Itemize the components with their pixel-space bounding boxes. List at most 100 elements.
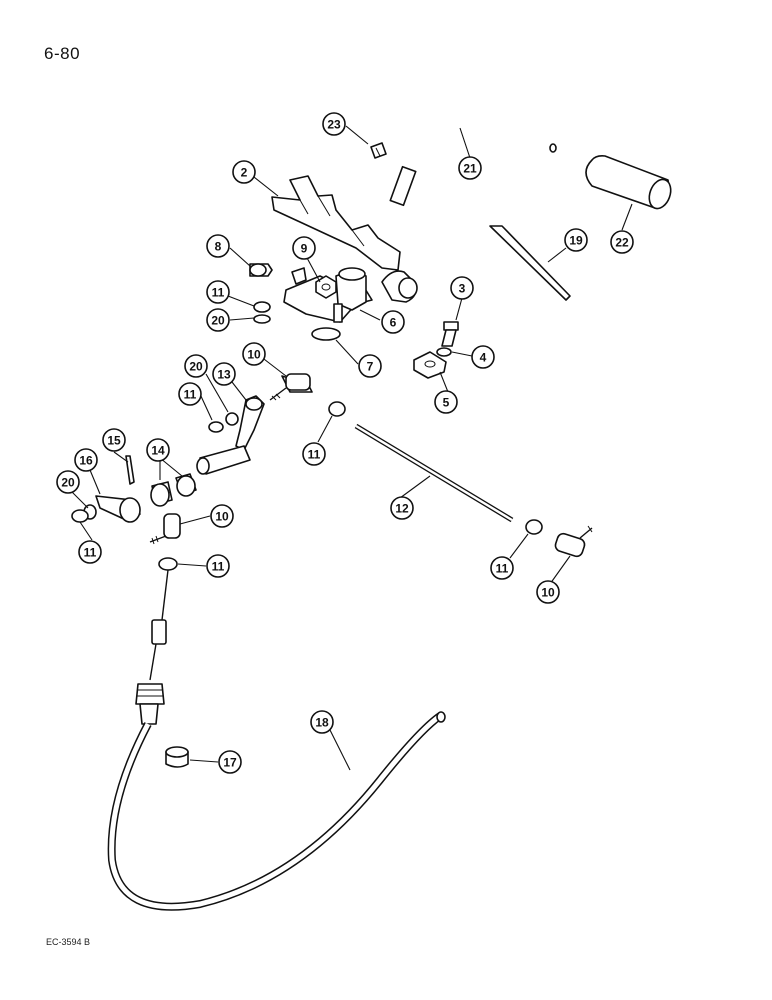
- callout-3: 3: [450, 276, 474, 300]
- callout-label: 17: [223, 756, 237, 770]
- leader-lines: [71, 125, 633, 771]
- callout-20: 20: [184, 354, 208, 378]
- bolt-8: [249, 263, 273, 277]
- grommet-17: [165, 746, 189, 768]
- callout-circle: [434, 390, 458, 414]
- callout-circle: [206, 554, 230, 578]
- nut-11-arm: [208, 421, 224, 433]
- clevis-arm-16: [95, 495, 141, 523]
- bracket-bushing: [381, 270, 418, 303]
- callout-circle: [322, 112, 346, 136]
- callout-label: 9: [301, 242, 308, 256]
- nut-9: [315, 275, 337, 299]
- callout-circle: [450, 276, 474, 300]
- ball-joint-10-upper: [269, 373, 313, 401]
- callout-label: 2: [241, 166, 248, 180]
- callout-label: 16: [79, 454, 93, 468]
- control-cable-18: [107, 569, 446, 911]
- callout-circle: [242, 342, 266, 366]
- callout-label: 12: [395, 502, 409, 516]
- callout-label: 5: [443, 396, 450, 410]
- callout-label: 19: [569, 234, 583, 248]
- callout-2: 2: [232, 160, 256, 184]
- callout-label: 18: [315, 716, 329, 730]
- callout-circle: [292, 236, 316, 260]
- callout-11: 11: [206, 280, 230, 304]
- nut-11-middle: [328, 401, 346, 417]
- callout-circle: [458, 156, 482, 180]
- bushing-14-left: [150, 481, 173, 507]
- callout-label: 7: [367, 360, 374, 374]
- callout-9: 9: [292, 236, 316, 260]
- callout-circle: [610, 230, 634, 254]
- callout-label: 11: [184, 388, 197, 402]
- lever-clip: [370, 142, 387, 159]
- callout-label: 8: [215, 240, 222, 254]
- callout-label: 11: [496, 562, 509, 576]
- callout-circle: [381, 310, 405, 334]
- callout-circle: [102, 428, 126, 452]
- callout-circle: [471, 345, 495, 369]
- callout-13: 13: [212, 362, 236, 386]
- callout-label: 23: [327, 118, 341, 132]
- callout-11: 11: [178, 382, 202, 406]
- callout-circle: [78, 540, 102, 564]
- bushing-14-right: [175, 473, 197, 497]
- pivot-washer: [311, 327, 341, 341]
- lever-grip: [585, 155, 672, 210]
- callout-circle: [218, 750, 242, 774]
- callout-11: 11: [490, 556, 514, 580]
- callout-circle: [184, 354, 208, 378]
- callout-8: 8: [206, 234, 230, 258]
- callout-circle: [146, 438, 170, 462]
- nut-11-upper: [253, 301, 271, 313]
- washer-20-arm: [225, 412, 239, 426]
- callout-circle: [390, 496, 414, 520]
- callout-circle: [206, 308, 230, 332]
- callout-label: 11: [212, 560, 225, 574]
- callout-circle: [358, 354, 382, 378]
- gear-lever-rod: [389, 118, 557, 207]
- nut-11-cable: [158, 557, 178, 571]
- callout-11: 11: [302, 442, 326, 466]
- callout-21: 21: [458, 156, 482, 180]
- callout-circle: [210, 504, 234, 528]
- callout-label: 21: [463, 162, 477, 176]
- callout-label: 11: [84, 546, 97, 560]
- callout-17: 17: [218, 750, 242, 774]
- page-number: 6-80: [44, 44, 81, 63]
- callout-label: 10: [247, 348, 261, 362]
- callout-12: 12: [390, 496, 414, 520]
- callout-circle: [206, 234, 230, 258]
- callout-label: 4: [480, 351, 487, 365]
- callout-label: 11: [308, 448, 321, 462]
- callout-label: 20: [189, 360, 203, 374]
- callout-19: 19: [564, 228, 588, 252]
- callout-20: 20: [56, 470, 80, 494]
- callout-label: 10: [541, 586, 555, 600]
- washer-4: [436, 347, 452, 357]
- gate-plate: [489, 225, 571, 301]
- callout-7: 7: [358, 354, 382, 378]
- callout-circle: [490, 556, 514, 580]
- callout-4: 4: [471, 345, 495, 369]
- callout-circle: [212, 362, 236, 386]
- callout-10: 10: [536, 580, 560, 604]
- callout-circle: [232, 160, 256, 184]
- callout-circle: [564, 228, 588, 252]
- callout-circle: [302, 442, 326, 466]
- callout-23: 23: [322, 112, 346, 136]
- callout-5: 5: [434, 390, 458, 414]
- callout-15: 15: [102, 428, 126, 452]
- callout-label: 14: [151, 444, 165, 458]
- callout-22: 22: [610, 230, 634, 254]
- callout-20: 20: [206, 308, 230, 332]
- callout-label: 10: [215, 510, 229, 524]
- callout-circle: [310, 710, 334, 734]
- upper-bracket: [271, 175, 401, 271]
- callout-label: 20: [61, 476, 75, 490]
- lever-arm-13: [235, 395, 265, 451]
- cross-shaft: [196, 445, 251, 475]
